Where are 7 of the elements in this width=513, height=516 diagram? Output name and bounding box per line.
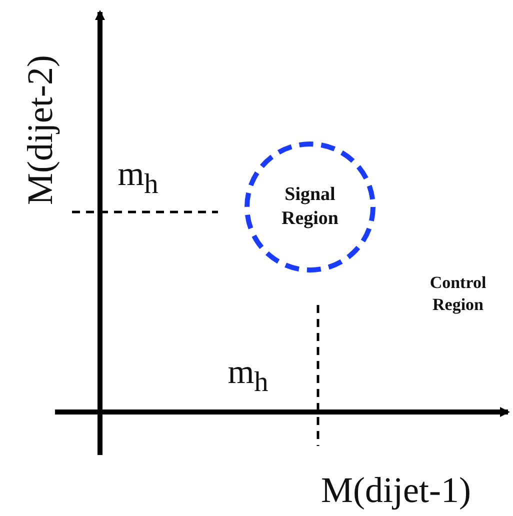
region-label: Signal Region xyxy=(280,183,340,231)
axis-value-label: m$_{h}$ xyxy=(226,356,270,398)
axis-value-label: m$_{h}$ xyxy=(116,158,160,200)
signal-region-circle xyxy=(244,141,376,273)
axis-title: M(dijet-2) xyxy=(22,54,58,207)
region-label: Control Region xyxy=(428,272,488,316)
axis-title: M(dijet-1) xyxy=(320,472,472,508)
